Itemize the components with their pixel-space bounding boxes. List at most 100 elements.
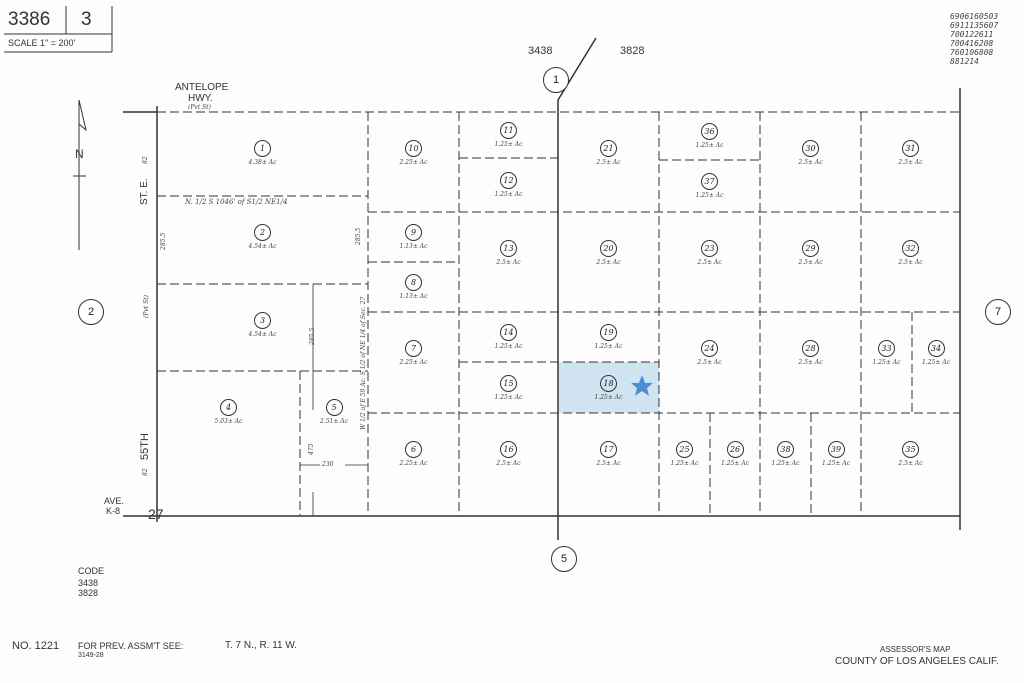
- parcel-acreage: 2.25± Ac: [399, 460, 428, 467]
- parcel-26[interactable]: 26 1.25± Ac: [710, 413, 760, 516]
- stamp-line: 6906160503: [950, 12, 999, 21]
- stamp-line: 760106808: [950, 48, 994, 57]
- parcel-number: 4: [220, 399, 237, 416]
- star-marker-icon: [631, 375, 653, 396]
- parcel-13[interactable]: 13 2.5± Ac: [459, 212, 558, 312]
- parcel-number: 13: [500, 240, 517, 257]
- street-st-e: ST. E.: [139, 178, 150, 205]
- parcel-number: 36: [701, 123, 718, 140]
- parcel-14[interactable]: 14 1.25± Ac: [459, 312, 558, 362]
- parcel-acreage: 1.25± Ac: [494, 191, 523, 198]
- parcel-number: 14: [500, 324, 517, 341]
- parcel-number: 17: [600, 441, 617, 458]
- parcel-17[interactable]: 17 2.5± Ac: [558, 413, 659, 516]
- parcel-number: 8: [405, 274, 422, 291]
- parcel-acreage: 2.5± Ac: [596, 259, 621, 266]
- parcel-acreage: 1.25± Ac: [822, 460, 850, 467]
- section-number: 27: [148, 506, 164, 522]
- parcel-number: 18: [600, 374, 617, 392]
- parcel-acreage: 1.25± Ac: [721, 460, 749, 467]
- parcel-acreage: 1.25± Ac: [695, 142, 724, 149]
- street-55th: 55TH: [139, 433, 151, 460]
- adjacent-map-east[interactable]: 7: [985, 299, 1011, 325]
- stamp-line: 700122611: [950, 30, 994, 39]
- adjacent-map-west[interactable]: 2: [78, 299, 104, 325]
- parcel-acreage: 2.5± Ac: [496, 259, 521, 266]
- scale-label: SCALE 1" = 200': [8, 38, 76, 48]
- parcel-acreage: 2.5± Ac: [798, 359, 823, 366]
- parcel-acreage: 1.13± Ac: [399, 243, 428, 250]
- parcel-number: 32: [902, 240, 919, 257]
- parcel-acreage: 2.5± Ac: [596, 159, 621, 166]
- parcel-36[interactable]: 36 1.25± Ac: [659, 112, 760, 160]
- stamp-line: 700416208: [950, 39, 994, 48]
- street-ave: AVE.: [104, 496, 124, 506]
- parcel-number: 29: [802, 240, 819, 257]
- parcel-number: 34: [927, 340, 945, 357]
- parcel-8[interactable]: 8 1.13± Ac: [368, 262, 459, 312]
- parcel-number: 2: [254, 224, 271, 241]
- county-label: COUNTY OF LOS ANGELES CALIF.: [835, 656, 999, 667]
- parcel-acreage: 2.5± Ac: [898, 460, 923, 467]
- parcel-number: 11: [500, 122, 517, 139]
- parcel-acreage: 2.5± Ac: [898, 159, 923, 166]
- north-arrow-label: N: [75, 147, 84, 161]
- top-code-left: 3438: [528, 45, 553, 57]
- parcel-21[interactable]: 21 2.5± Ac: [558, 112, 659, 212]
- street-antelope: ANTELOPE: [175, 82, 229, 93]
- parcel-acreage: 1.25± Ac: [494, 343, 523, 350]
- adjacent-map-north[interactable]: 1: [543, 67, 569, 93]
- prev-assessment-value: 3149-28: [78, 652, 104, 659]
- parcel-acreage: 2.25± Ac: [399, 159, 428, 166]
- parcel-number: 7: [405, 340, 422, 357]
- parcel-acreage: 1.25± Ac: [494, 141, 523, 148]
- parcel-20[interactable]: 20 2.5± Ac: [558, 212, 659, 312]
- parcel-number: 21: [600, 140, 617, 157]
- note-north-half: N. 1/2 S 1046' of S1/2 NE1/4: [185, 198, 288, 206]
- parcel-11[interactable]: 11 1.25± Ac: [459, 112, 558, 158]
- parcel-number: 3: [254, 312, 271, 329]
- parcel-28[interactable]: 28 2.5± Ac: [760, 312, 861, 413]
- parcel-number: 16: [500, 441, 517, 458]
- parcel-number: 20: [600, 240, 617, 257]
- parcel-number: 26: [726, 441, 744, 458]
- adjacent-map-south[interactable]: 5: [551, 546, 577, 572]
- parcel-39[interactable]: 39 1.25± Ac: [811, 413, 861, 516]
- parcel-acreage: 1.25± Ac: [872, 359, 901, 366]
- parcel-acreage: 2.5± Ac: [697, 259, 722, 266]
- parcel-number: 30: [802, 140, 819, 157]
- parcel-9[interactable]: 9 1.13± Ac: [368, 212, 459, 262]
- parcel-number: 39: [827, 441, 845, 458]
- parcel-number: 9: [405, 224, 422, 241]
- parcel-acreage: 2.5± Ac: [596, 460, 621, 467]
- parcel-acreage: 1.13± Ac: [399, 293, 428, 300]
- parcel-number: 28: [802, 340, 819, 357]
- parcel-acreage: 1.25± Ac: [494, 393, 523, 401]
